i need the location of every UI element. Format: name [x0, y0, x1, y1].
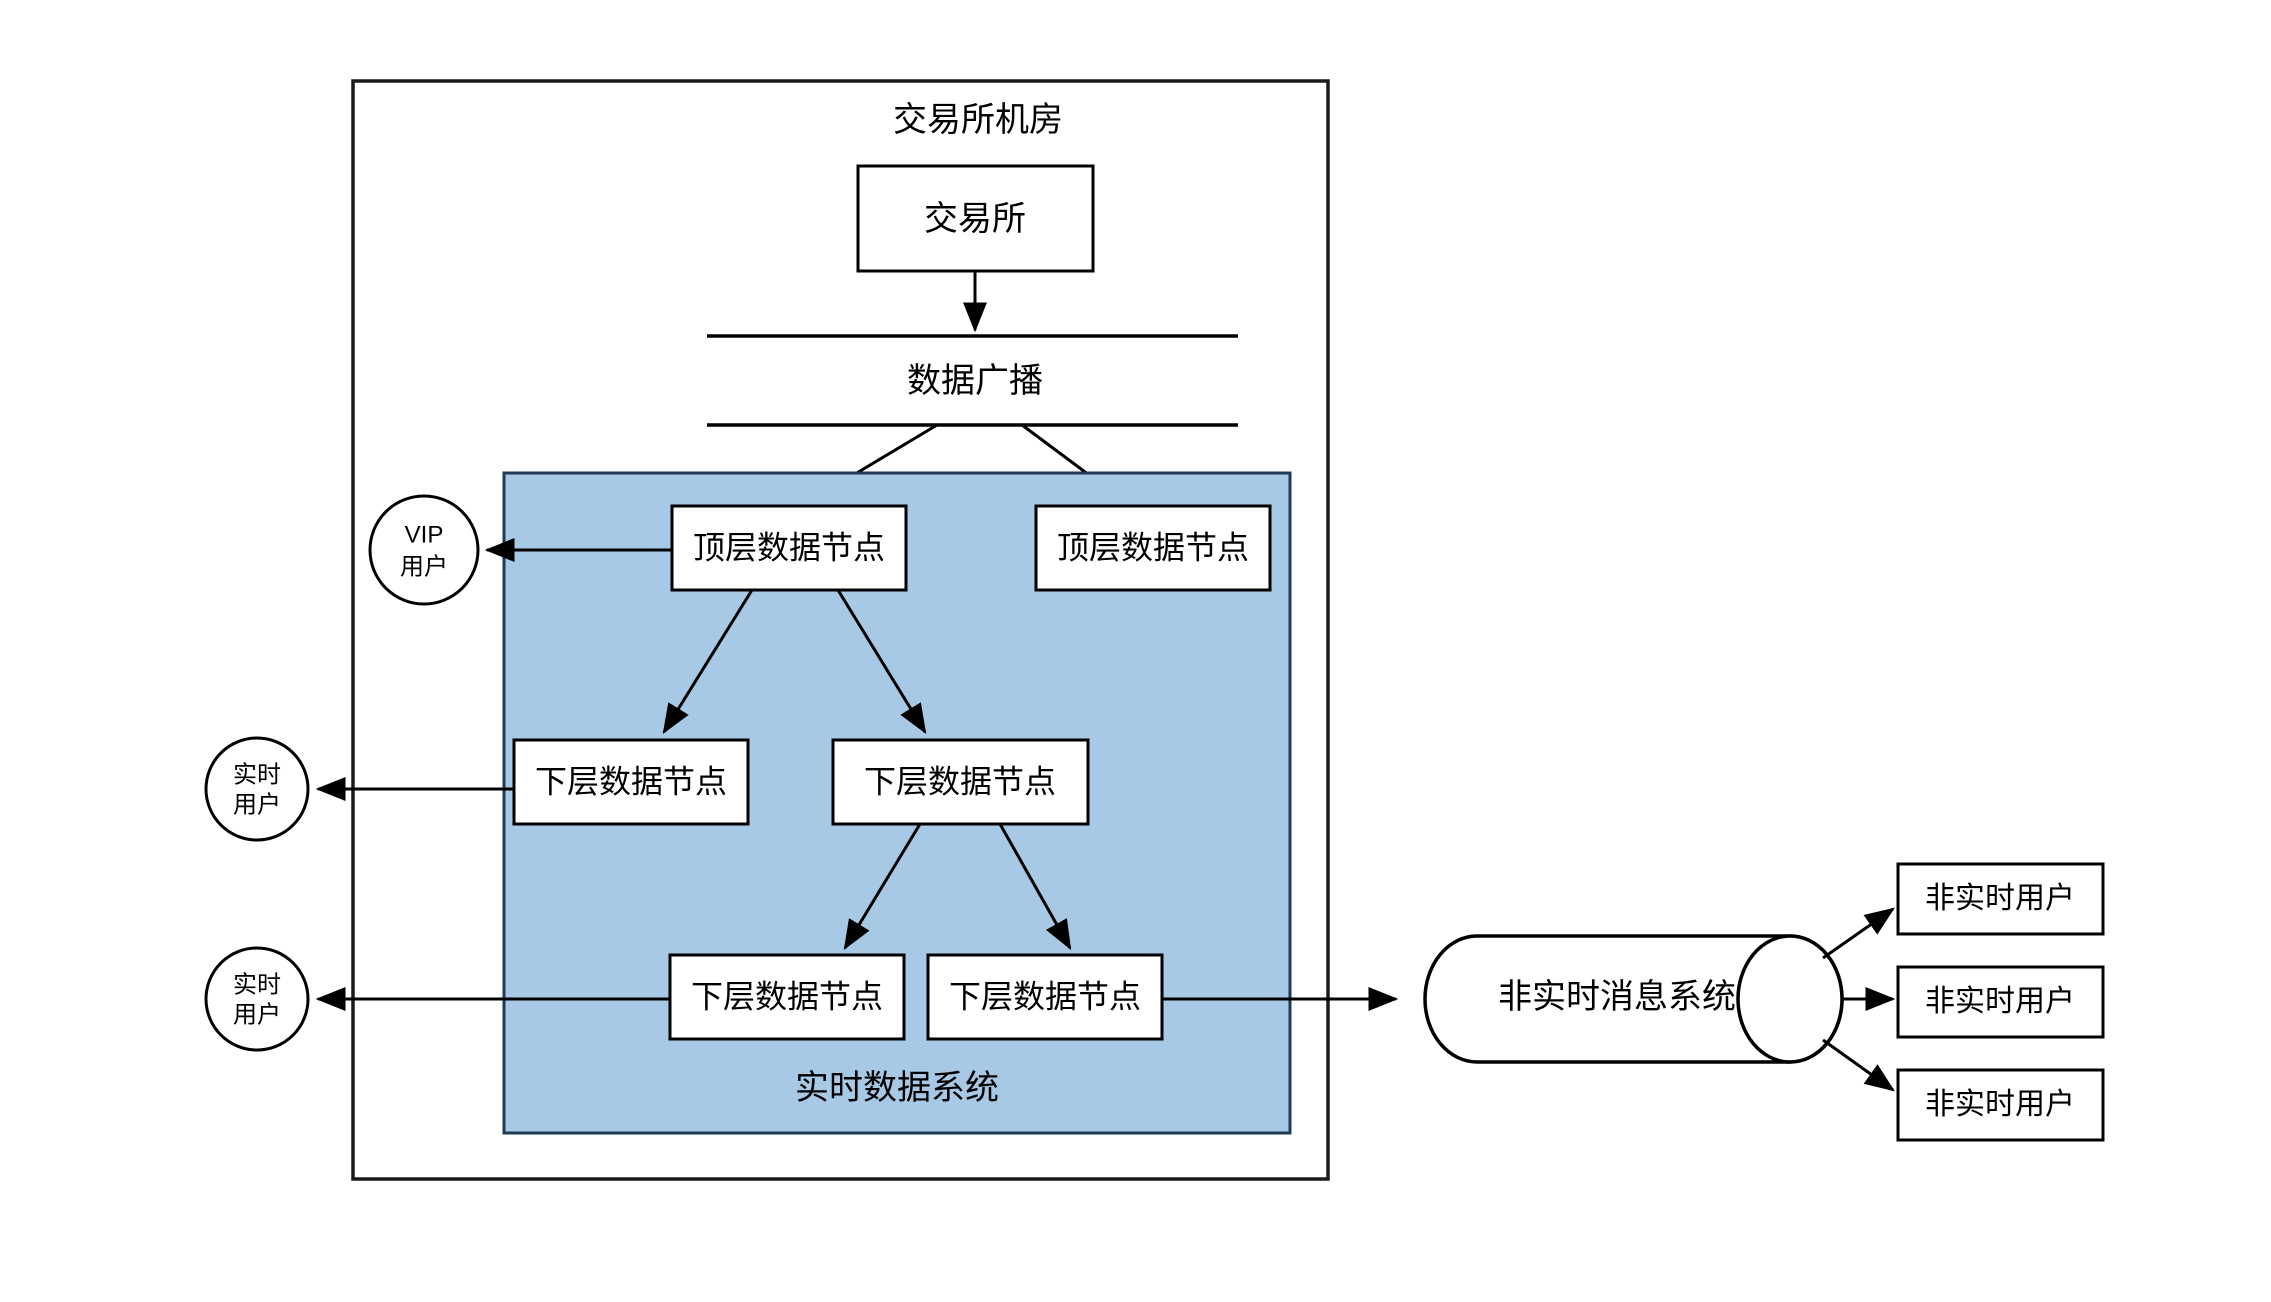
- node-message-system-label: 非实时消息系统: [1498, 978, 1736, 1016]
- container-exchange-room-label: 交易所机房: [893, 101, 1063, 139]
- edge-mid-right-to-low-left: [843, 823, 922, 951]
- edge-mid-right-to-low-right: [998, 823, 1072, 951]
- actor-realtime-user-a-label-line2: 用户: [233, 791, 281, 818]
- node-offline-user-2-label: 非实时用户: [1925, 985, 2075, 1018]
- actor-realtime-user-a-label-line1: 实时: [233, 761, 281, 788]
- edge-message-system-to-offline-user-1: [1822, 907, 1895, 960]
- node-top-data-left[interactable]: [670, 504, 908, 592]
- node-low-data-right[interactable]: [926, 953, 1164, 1041]
- node-mid-data-left[interactable]: [512, 738, 750, 826]
- edge-top-left-to-mid-right: [836, 589, 927, 735]
- container-realtime-system-label: 实时数据系统: [795, 1069, 999, 1107]
- actor-vip-user-label-line1: VIP: [405, 521, 444, 548]
- node-top-data-right-label: 顶层数据节点: [1057, 529, 1249, 565]
- node-mid-data-left-label: 下层数据节点: [535, 763, 727, 799]
- node-offline-user-1[interactable]: [1896, 862, 2105, 936]
- actor-realtime-user-b-label-line2: 用户: [233, 1001, 281, 1028]
- actor-vip-user-label-line2: 用户: [400, 553, 448, 580]
- edge-top-left-to-mid-left: [662, 589, 754, 735]
- actor-vip-user[interactable]: [368, 494, 480, 606]
- node-message-system[interactable]: [1423, 934, 1844, 1064]
- node-offline-user-3-label: 非实时用户: [1925, 1088, 2075, 1121]
- node-offline-user-3[interactable]: [1896, 1068, 2105, 1142]
- node-exchange-label: 交易所: [924, 200, 1026, 238]
- node-offline-user-1-label: 非实时用户: [1925, 882, 2075, 915]
- node-low-data-right-label: 下层数据节点: [949, 978, 1141, 1014]
- node-mid-data-right[interactable]: [831, 738, 1090, 826]
- actor-realtime-user-a[interactable]: [204, 736, 310, 842]
- node-top-data-right[interactable]: [1034, 504, 1272, 592]
- edge-message-system-to-offline-user-3: [1822, 1038, 1895, 1092]
- node-mid-data-right-label: 下层数据节点: [864, 763, 1056, 799]
- container-exchange-room: [351, 79, 1330, 1181]
- node-low-data-left-label: 下层数据节点: [691, 978, 883, 1014]
- node-broadcast-label: 数据广播: [907, 362, 1043, 400]
- actor-realtime-user-b-label-line1: 实时: [233, 971, 281, 998]
- node-low-data-left[interactable]: [668, 953, 906, 1041]
- node-top-data-left-label: 顶层数据节点: [693, 529, 885, 565]
- actor-realtime-user-b[interactable]: [204, 946, 310, 1052]
- node-offline-user-2[interactable]: [1896, 965, 2105, 1039]
